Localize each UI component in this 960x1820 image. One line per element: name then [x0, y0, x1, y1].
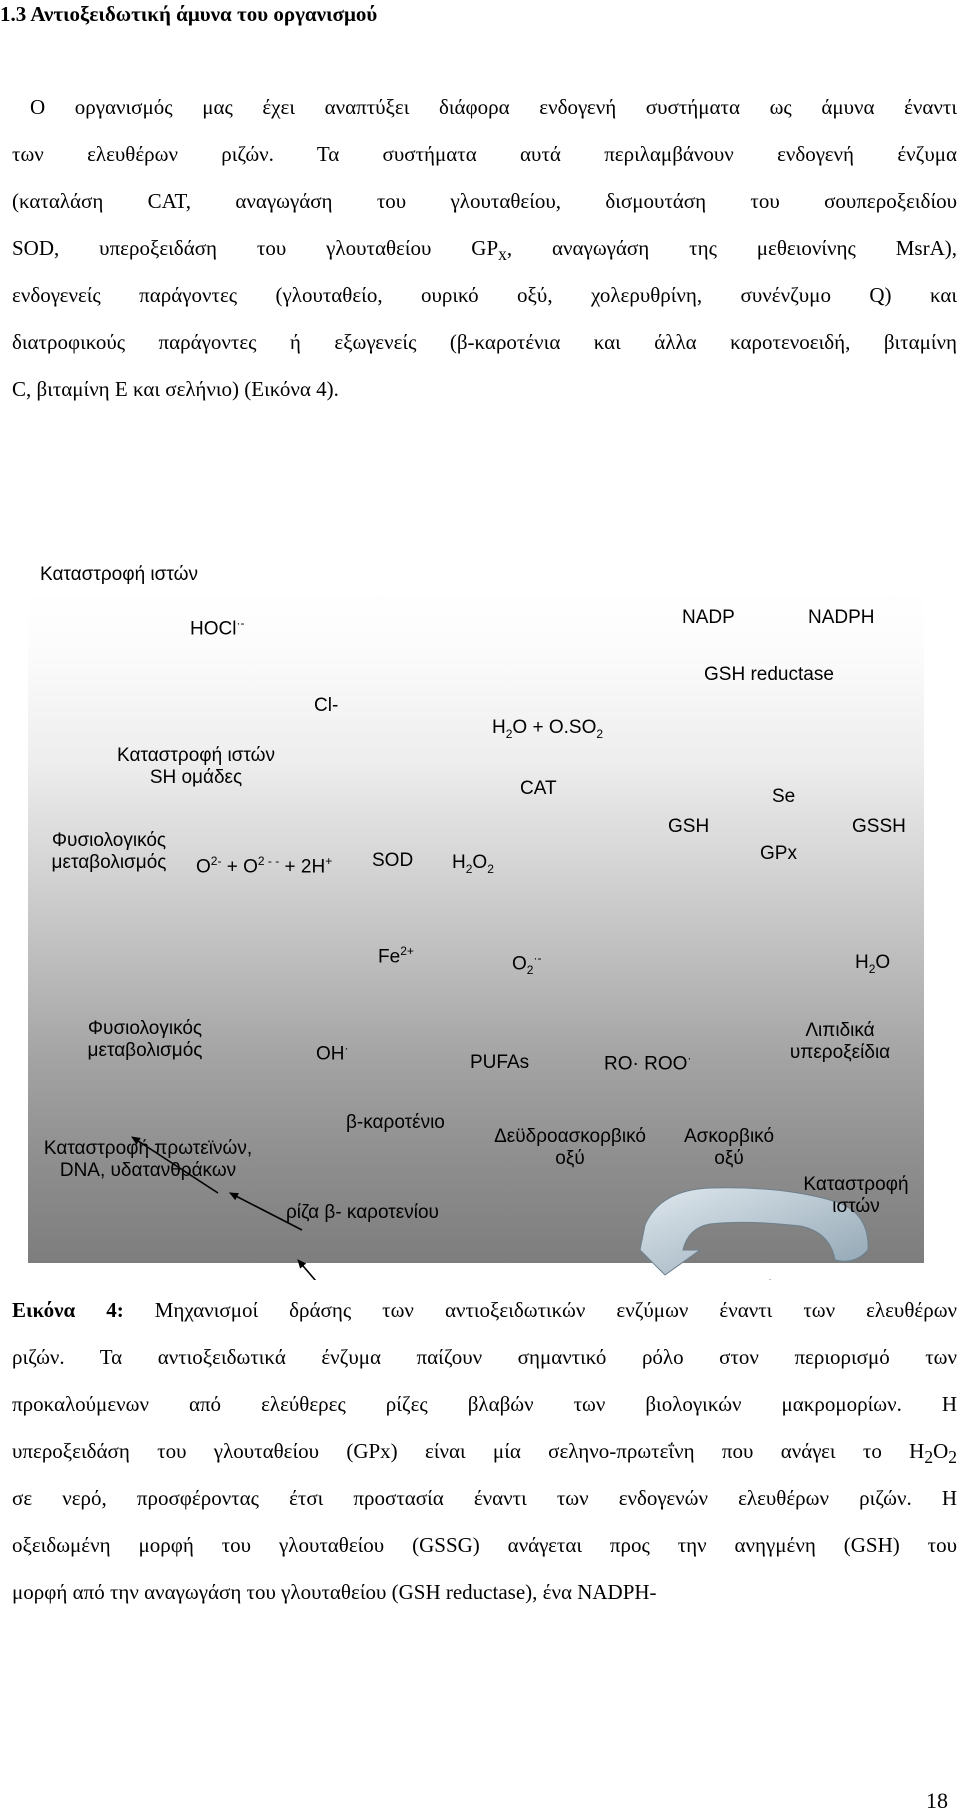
page-number: 18: [926, 1788, 948, 1813]
figure-caption: Εικόνα 4: Μηχανισμοί δράσης των αντιοξει…: [12, 1287, 957, 1616]
arrow-hocl-to-damage: [131, 1136, 219, 1194]
label-hocl: HOCl·-: [190, 616, 245, 640]
figure-background: [28, 590, 924, 1263]
figure-arrows: [131, 1136, 869, 1280]
caption-line: ριζών. Τα αντιοξειδωτικά ένζυμα παίζουν …: [12, 1345, 957, 1369]
intro-line: των ελευθέρων ριζών. Τα συστήματα αυτά π…: [12, 142, 957, 166]
label-cl: Cl-: [314, 695, 339, 716]
caption-line: υπεροξειδάση του γλουταθείου (GPx) είναι…: [12, 1439, 957, 1468]
figure-antioxidant-mechanisms: Καταστροφή ιστών HOCl·- Cl- Καταστροφή ι…: [0, 560, 960, 1280]
label-fe: Fe2+: [378, 944, 414, 968]
intro-paragraph: Ο οργανισμός μας έχει αναπτύξει διάφορα …: [12, 84, 957, 413]
label-beta-carotene: β-καροτένιο: [346, 1112, 445, 1133]
label-oh-radical: OH·: [316, 1041, 349, 1065]
caption-line: προκαλούμενων από ελεύθερες ρίζες βλαβών…: [12, 1392, 957, 1416]
caption-label: Εικόνα 4:: [12, 1298, 124, 1322]
label-superoxide-reaction: O2- + O2 - - + 2H+: [196, 854, 333, 878]
intro-line: C, βιταμίνη E και σελήνιο) (Εικόνα 4).: [12, 377, 339, 401]
label-carotene-radical: ρίζα β- καροτενίου: [286, 1202, 439, 1223]
caption-line: Εικόνα 4: Μηχανισμοί δράσης των αντιοξει…: [12, 1298, 958, 1322]
label-nadph: NADPH: [808, 607, 875, 628]
label-h2o: H2O: [855, 952, 891, 976]
cycle-arrow-top: [639, 1187, 869, 1276]
caption-line: οξειδωμένη μορφή του γλουταθείου (GSSG) …: [12, 1533, 957, 1557]
label-tissue-damage-top: Καταστροφή ιστών: [40, 564, 198, 585]
intro-line: SOD, υπεροξειδάση του γλουταθείου GPx, α…: [12, 236, 957, 265]
label-gsh: GSH: [668, 816, 710, 837]
label-h2o-oso2: H2O + O.SO2: [492, 717, 604, 741]
label-superoxide-radical: O2·-: [512, 951, 542, 978]
intro-line: Ο οργανισμός μας έχει αναπτύξει διάφορα …: [30, 95, 957, 119]
label-gssh: GSSH: [852, 816, 906, 837]
label-ro-roo: RO· ROO·: [604, 1051, 692, 1075]
label-h2o2: H2O2: [452, 852, 494, 876]
intro-line: ενδογενείς παράγοντες (γλουταθείο, ουρικ…: [12, 283, 957, 307]
section-heading: 1.3 Αντιοξειδωτική άμυνα του οργανισμού: [0, 2, 378, 26]
label-protein-damage: Καταστροφή πρωτεϊνών,DNA, υδατανθράκων: [43, 1138, 253, 1181]
arrow-cl-to-hocl: [229, 1192, 303, 1231]
label-pufas: PUFAs: [470, 1052, 530, 1073]
label-cat: CAT: [520, 778, 557, 799]
caption-line: μορφή από την αναγωγάση του γλουταθείου …: [12, 1580, 657, 1604]
intro-line: (καταλάση CAT, αναγωγάση του γλουταθείου…: [12, 189, 957, 213]
label-gpx: GPx: [760, 843, 797, 864]
arrow-o2-to-cl: [297, 1259, 317, 1280]
label-nadp: NADP: [682, 607, 735, 628]
caption-line: σε νερό, προσφέροντας έτσι προστασία ένα…: [12, 1486, 957, 1510]
label-se: Se: [772, 786, 796, 807]
label-gsh-reductase: GSH reductase: [704, 664, 834, 685]
label-sod: SOD: [372, 850, 414, 871]
intro-line: διατροφικούς παράγοντες ή εξωγενείς (β-κ…: [12, 330, 957, 354]
